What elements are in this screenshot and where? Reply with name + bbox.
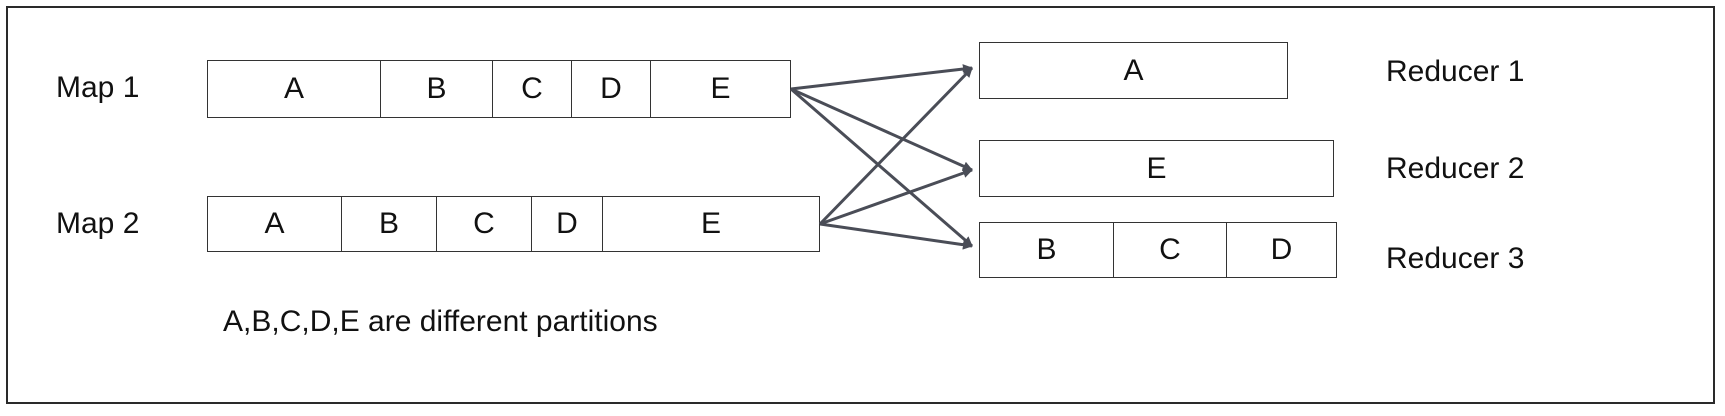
arrow-map-1-to-reducer-3 [790,87,973,248]
map-2-partition-d: D [531,197,602,251]
map-1-partition-e: E [650,61,790,117]
reducer-1-partition-a: A [1123,53,1144,87]
map-2-partition-a: A [264,207,285,240]
map-2-partition-b: B [341,197,436,251]
reducer-3-label: Reducer 3 [1386,242,1525,275]
reducer-3-partitions: B C D [979,222,1337,278]
reducer-3-partition-c: C [1113,223,1226,277]
map-1-partition-a: A [283,72,304,105]
arrow-map-2-to-reducer-3 [819,222,973,250]
reducer-1-label: Reducer 1 [1386,55,1525,88]
reducer-2-partitions: E [979,140,1334,197]
arrow-map-2-to-reducer-2 [819,168,973,226]
map-1-partitions: A B C D E [207,60,791,118]
reducer-2-label: Reducer 2 [1386,152,1525,185]
partition-note: A,B,C,D,E are different partitions [223,305,658,338]
diagram-frame [6,6,1715,404]
map-1-label: Map 1 [56,71,140,104]
reducer-3-partition-d: D [1226,223,1336,277]
reducer-2-partition-e: E [1146,151,1167,185]
arrow-map-1-to-reducer-2 [790,87,973,172]
map-2-label: Map 2 [56,207,140,240]
map-1-partition-c: C [492,61,571,117]
map-1-partition-b: B [380,61,492,117]
map-1-partition-d: D [571,61,650,117]
reducer-3-partition-b: B [1036,233,1057,266]
arrow-map-1-to-reducer-1 [790,64,973,91]
map-2-partition-c: C [436,197,531,251]
reducer-1-partitions: A [979,42,1288,99]
map-2-partition-e: E [602,197,819,251]
arrow-map-2-to-reducer-1 [818,66,974,226]
map-2-partitions: A B C D E [207,196,820,252]
